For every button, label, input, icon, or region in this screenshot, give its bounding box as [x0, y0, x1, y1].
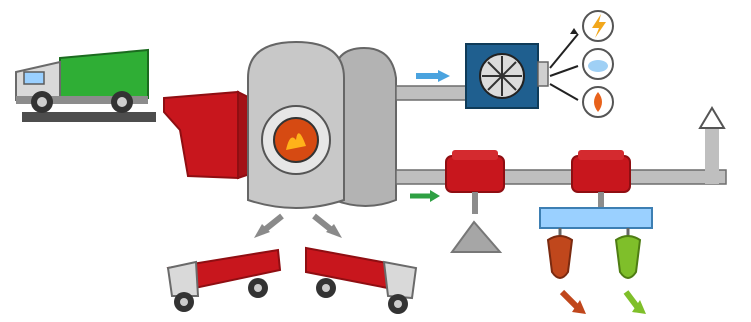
arrow-down-red-icon	[562, 292, 578, 308]
flue-gas-line	[396, 108, 726, 214]
outputs	[550, 11, 613, 117]
chimney-cap-icon	[700, 108, 724, 128]
ash-pile	[452, 222, 500, 252]
filter-unit-1	[446, 150, 504, 214]
garbage-truck	[16, 50, 156, 122]
dump-truck-right	[306, 248, 416, 314]
residue-bag-green	[616, 236, 640, 278]
residue-separator	[540, 208, 652, 314]
filter-unit-2	[572, 150, 630, 210]
residue-bag-orange	[548, 236, 572, 278]
truck-platform	[22, 112, 156, 122]
output-arrows	[550, 34, 578, 100]
incinerator	[248, 42, 396, 208]
bottom-ash-arrows	[254, 216, 342, 238]
truck-window	[24, 72, 44, 84]
dump-truck-left	[168, 250, 280, 312]
arrow-down-green-icon	[626, 292, 638, 308]
turbine	[466, 44, 548, 108]
steam-pipe	[396, 70, 466, 100]
truck-container	[60, 50, 148, 98]
